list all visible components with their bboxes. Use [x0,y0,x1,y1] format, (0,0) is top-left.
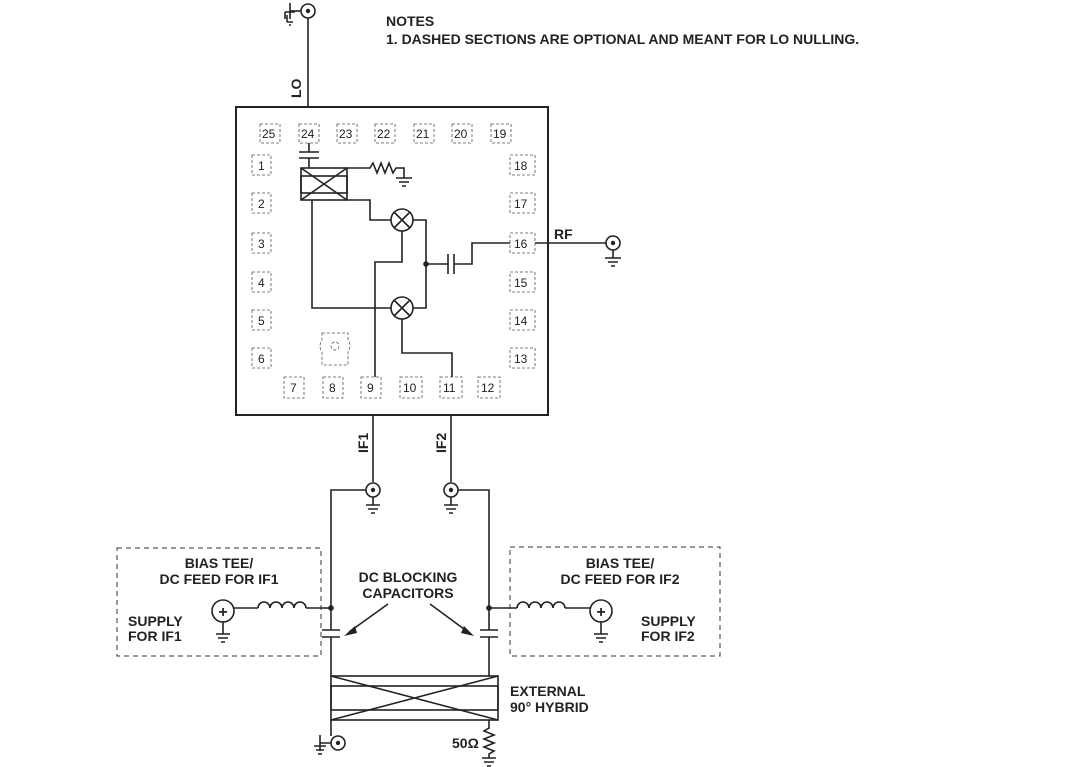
pin-23: 23 [339,127,353,141]
supply-if2-source: + [589,599,613,643]
if2-internal-wire [401,319,453,377]
if2-label: IF2 [433,433,449,453]
pin-16: 16 [514,237,528,251]
supply-if2-plus-sign: + [596,604,605,621]
dc-blocking-arrow-left [344,603,389,636]
hybrid-label-1: EXTERNAL [510,683,586,699]
chip-package [235,106,549,416]
pin-13: 13 [514,352,528,366]
supply-if1-source: + [211,599,235,643]
pin-22: 22 [377,127,391,141]
rf-connector [605,235,621,267]
pin-7: 7 [290,381,297,395]
hybrid-output-connector [314,735,346,755]
external-hybrid-symbol [330,675,499,721]
bias-tee-if2-title-2: DC FEED FOR IF2 [560,571,679,587]
bias-inductor-if1 [234,601,331,609]
pin-19: 19 [493,127,507,141]
if1-label: IF1 [355,433,371,453]
dc-blocking-arrow-right [429,603,474,636]
pin-17: 17 [514,197,528,211]
if1-shield-line [330,489,366,630]
bias-tee-if1-box [116,547,322,657]
pin-14: 14 [514,314,528,328]
bias-tee-if2-title-1: BIAS TEE/ [586,555,655,571]
pin-18: 18 [514,159,528,173]
supply-if1-label-2: FOR IF1 [128,628,182,644]
hybrid-label-2: 90° HYBRID [510,699,589,715]
pin-2: 2 [258,197,265,211]
pin-group-left: 1 2 3 4 5 6 [251,154,272,369]
bias-tee-if1-title-1: BIAS TEE/ [185,555,254,571]
if2-shield-line [458,489,490,630]
internal-termination-resistor [347,160,412,187]
bias-junction-if1 [328,605,334,611]
pin-3: 3 [258,237,265,251]
notes-line-1: 1. DASHED SECTIONS ARE OPTIONAL AND MEAN… [386,31,859,47]
pin-25: 25 [262,127,276,141]
bias-inductor-if2 [489,601,590,609]
pin-5: 5 [258,314,265,328]
if1-internal-wire [374,231,403,377]
pin-20: 20 [454,127,468,141]
internal-lo-hybrid [300,167,348,201]
mixer-top-symbol [390,208,414,232]
dc-block-capacitor-if2 [480,629,498,676]
bias-tee-if2-box [509,546,721,657]
if2-connector [443,482,459,514]
lo-connector [284,3,316,26]
internal-rf-capacitor [426,242,510,274]
pin-group-right: 18 17 16 15 14 13 [509,154,536,369]
notes-title: NOTES [386,13,434,29]
paddle-symbol [319,332,351,366]
pin-21: 21 [416,127,430,141]
pin-11: 11 [443,381,456,395]
termination-resistor-50ohm [481,720,497,767]
pin-24: 24 [301,127,315,141]
dc-blocking-label-2: CAPACITORS [362,585,453,601]
pin-15: 15 [514,276,528,290]
mixer-bottom-symbol [390,296,414,320]
lo-to-mixer-top [347,199,391,221]
pin-12: 12 [481,381,495,395]
pin-1: 1 [258,159,265,173]
pin-6: 6 [258,352,265,366]
dc-block-capacitor-if1 [322,629,340,676]
if1-connector [365,482,381,514]
lo-label: LO [288,78,304,98]
dc-blocking-label-1: DC BLOCKING [359,569,458,585]
supply-if2-label-1: SUPPLY [641,613,696,629]
supply-if1-plus-sign: + [218,604,227,621]
pin-group-bottom: 7 8 9 10 11 12 [283,376,501,399]
supply-if1-label-1: SUPPLY [128,613,183,629]
bias-junction-if2 [486,605,492,611]
rf-label: RF [554,226,573,242]
bias-tee-if1-title-2: DC FEED FOR IF1 [159,571,278,587]
termination-label: 50Ω [452,735,479,751]
pin-group-top: 25 24 23 22 21 20 19 [259,123,512,144]
pin-9: 9 [367,381,374,395]
lo-to-mixer-bottom [311,200,391,309]
internal-lo-capacitor [299,143,319,168]
pin-4: 4 [258,276,265,290]
supply-if2-label-2: FOR IF2 [641,628,695,644]
pin-10: 10 [403,381,417,395]
pin-8: 8 [329,381,336,395]
